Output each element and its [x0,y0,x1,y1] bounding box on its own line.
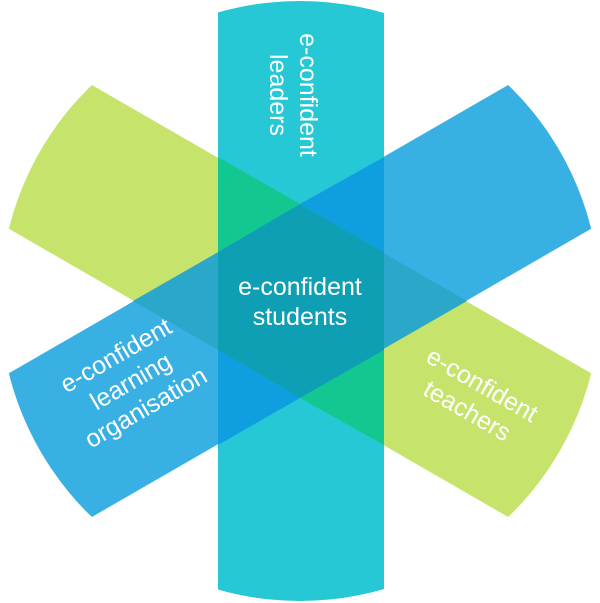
overlap-teal-blue-lower [218,350,300,445]
center-hexagon [218,204,384,398]
overlap-teal-green-lower [300,350,384,445]
overlap-teal-green-upper [218,157,300,252]
overlap-teal-blue-upper [300,157,384,252]
leaders-label: e-confidentleaders [264,33,322,157]
